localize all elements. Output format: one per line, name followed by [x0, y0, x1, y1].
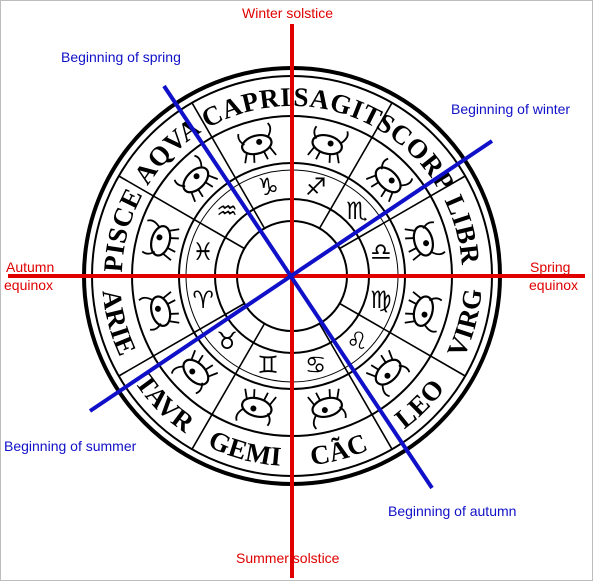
- zodiac-glyph-ring: ♑ ♐ ♏♎ ♍♌ ♋ ♊ ♉♈ ♓♒: [192, 173, 391, 379]
- sector-divider: [191, 102, 266, 229]
- zodiac-figure-ring: [138, 122, 446, 430]
- bull-icon: [170, 349, 219, 395]
- water-bearer-icon: [173, 154, 219, 203]
- zodiac-glyph-8: ♉: [216, 327, 238, 355]
- goat-icon: [237, 122, 277, 164]
- winter-solstice-label: Winter solstice: [242, 5, 334, 21]
- lion-icon: [365, 349, 411, 398]
- sector-divider: [191, 323, 266, 450]
- beginning-of-summer-label: Beginning of summer: [4, 438, 137, 454]
- sector-divider: [339, 175, 466, 250]
- sector-divider: [339, 302, 466, 377]
- zodiac-glyph-6: ♋: [305, 351, 327, 379]
- zodiac-glyph-4: ♍: [370, 286, 392, 314]
- beginning-of-autumn-label: Beginning of autumn: [388, 503, 517, 519]
- scorpion-icon: [365, 157, 414, 203]
- season-axes: [8, 24, 585, 578]
- zodiac-glyph-0: ♑: [257, 173, 279, 201]
- scales-icon: [404, 221, 446, 261]
- zodiac-glyph-11: ♒: [216, 197, 238, 225]
- zodiac-glyph-5: ♌: [346, 327, 368, 355]
- zodiac-glyph-3: ♎: [370, 238, 392, 266]
- autumn-equinox-label-line2: equinox: [4, 277, 54, 293]
- spring-autumn-line: [162, 84, 434, 490]
- crab-icon: [307, 388, 347, 430]
- fish-icon: [141, 219, 180, 261]
- summer-solstice-label: Summer solstice: [236, 550, 340, 566]
- ram-icon: [138, 291, 180, 331]
- zodiac-glyph-2: ♏: [346, 197, 368, 225]
- archer-icon: [307, 125, 349, 164]
- zodiac-glyph-7: ♊: [257, 351, 279, 379]
- zodiac-glyph-9: ♈: [192, 286, 214, 314]
- spring-equinox-label-line1: Spring: [530, 259, 571, 275]
- autumn-equinox-label-line1: Autumn: [6, 259, 55, 275]
- spring-equinox-label-line2: equinox: [529, 277, 579, 293]
- sector-divider: [318, 102, 393, 229]
- beginning-of-spring-label: Beginning of spring: [61, 49, 181, 65]
- zodiac-glyph-10: ♓: [192, 238, 214, 266]
- maiden-icon: [404, 291, 443, 333]
- sector-divider: [118, 175, 245, 250]
- sector-divider: [318, 323, 393, 450]
- winter-summer-line: [88, 139, 494, 413]
- twins-icon: [235, 388, 277, 427]
- zodiac-glyph-1: ♐: [305, 173, 327, 201]
- beginning-of-winter-label: Beginning of winter: [451, 101, 571, 117]
- sector-divider: [118, 302, 245, 377]
